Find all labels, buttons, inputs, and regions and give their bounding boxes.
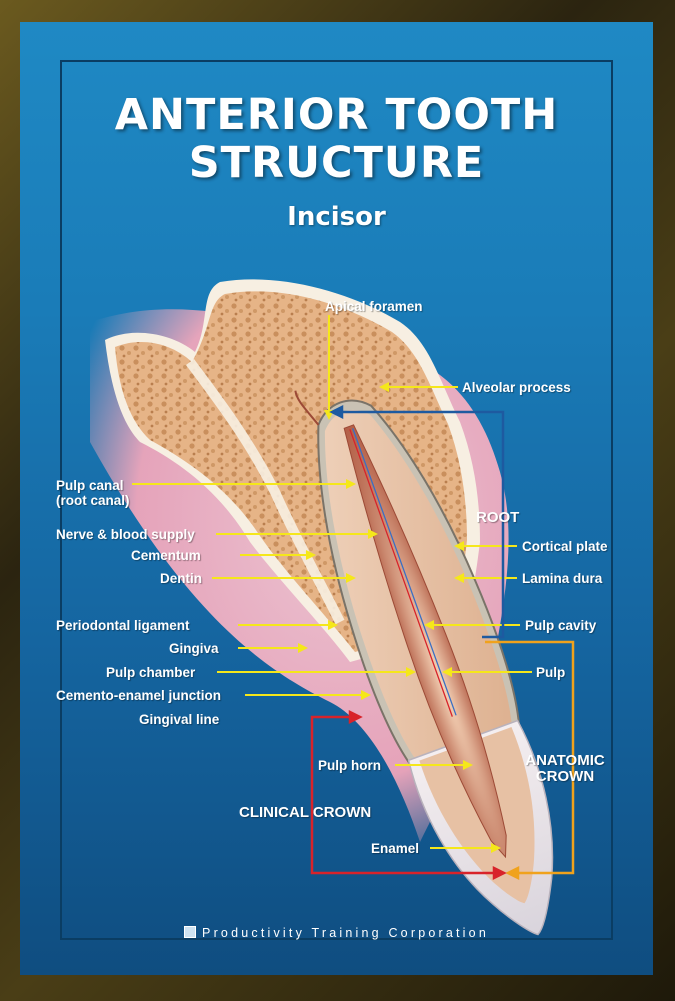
- label-periodontal-ligament: Periodontal ligament: [56, 618, 190, 633]
- label-root-canal: (root canal): [56, 493, 130, 508]
- title-line-2: STRUCTURE: [188, 138, 485, 188]
- title-line-1: ANTERIOR TOOTH: [114, 90, 559, 140]
- label-pulp-canal: Pulp canal: [56, 478, 124, 493]
- label-root: ROOT: [476, 509, 520, 526]
- label-enamel: Enamel: [371, 841, 420, 856]
- pointer-lines: [132, 315, 532, 849]
- label-pulp-cavity: Pulp cavity: [525, 618, 597, 633]
- label-anatomic-crown-line-1: ANATOMIC: [525, 752, 605, 769]
- label-apical-foramen: Apical foramen: [325, 299, 423, 314]
- anatomic-crown-bracket: [485, 640, 575, 881]
- pointer-arrowheads: [298, 382, 501, 853]
- label-pulp-chamber: Pulp chamber: [106, 665, 196, 680]
- label-alveolar-process: Alveolar process: [462, 380, 571, 395]
- label-lamina-dura: Lamina dura: [522, 571, 603, 586]
- label-anatomic-crown-line-2: CROWN: [535, 768, 595, 785]
- tooth-illustration: [90, 279, 575, 936]
- label-nerve-blood-supply: Nerve & blood supply: [56, 527, 195, 542]
- poster: ANTERIOR TOOTH STRUCTURE Incisor: [20, 22, 653, 975]
- label-cementum: Cementum: [131, 548, 201, 563]
- label-pulp-horn: Pulp horn: [318, 758, 381, 773]
- label-clinical-crown: CLINICAL CROWN: [239, 804, 372, 821]
- label-gingiva: Gingiva: [169, 641, 219, 656]
- label-gingival-line: Gingival line: [139, 712, 220, 727]
- subtitle: Incisor: [287, 202, 386, 232]
- label-cemento-enamel-junction: Cemento-enamel junction: [56, 688, 222, 703]
- tooth: [294, 390, 554, 936]
- company-logo-icon: [184, 926, 197, 938]
- inner-border: [60, 60, 613, 940]
- label-pulp: Pulp: [536, 665, 566, 680]
- root-bracket: [329, 404, 505, 639]
- footer-company-name: Productivity Training Corporation: [202, 926, 489, 940]
- label-cortical-plate: Cortical plate: [522, 539, 608, 554]
- footer: Productivity Training Corporation: [20, 926, 653, 940]
- label-dentin: Dentin: [160, 571, 202, 586]
- clinical-crown-bracket: [310, 709, 507, 881]
